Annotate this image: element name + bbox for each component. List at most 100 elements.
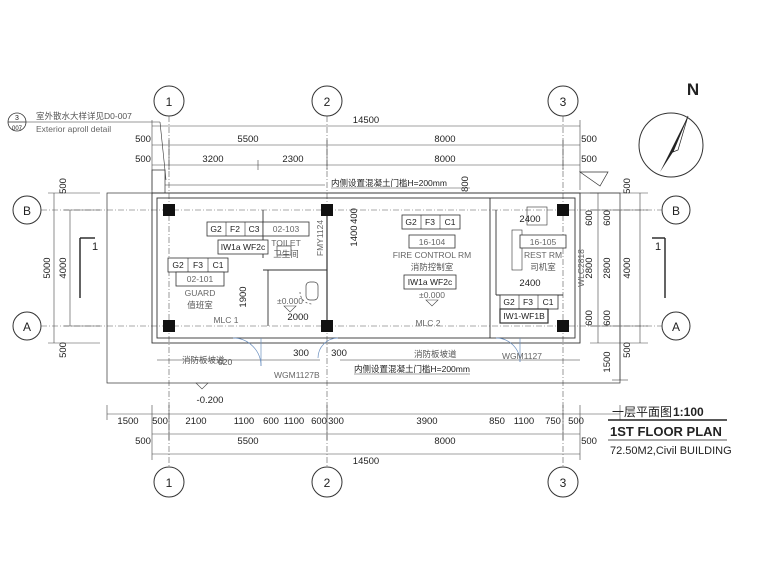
- svg-text:3900: 3900: [416, 416, 437, 427]
- svg-text:600: 600: [311, 416, 327, 427]
- svg-text:14500: 14500: [353, 456, 379, 467]
- dim-lines-bottom: [106, 405, 621, 460]
- grid-bubble-a-right: A: [661, 311, 691, 341]
- svg-text:850: 850: [489, 416, 505, 427]
- door-swings: [232, 337, 521, 367]
- svg-text:值班室: 值班室: [187, 300, 213, 310]
- svg-text:F3: F3: [193, 260, 203, 270]
- window-mid-label: FMY1124: [315, 220, 325, 256]
- svg-text:02-103: 02-103: [273, 224, 300, 234]
- svg-text:F3: F3: [523, 297, 533, 307]
- dim-text-bottom: 1500 500 2100 1100 600 1100 600 300 3900…: [117, 416, 597, 467]
- title-scale: 1:100: [673, 405, 704, 419]
- section-mark-left: 1: [79, 237, 98, 298]
- svg-text:300: 300: [328, 416, 344, 427]
- svg-text:消防控制室: 消防控制室: [411, 262, 454, 272]
- svg-text:B: B: [23, 204, 31, 218]
- door-right-label: WGM1127: [502, 351, 542, 361]
- svg-text:600: 600: [584, 310, 595, 326]
- room-guard-tag: G2 F3 C1 02-101 GUARD 值班室: [167, 257, 229, 310]
- title-sub: 72.50M2,Civil BUILDING: [610, 445, 732, 457]
- svg-text:14500: 14500: [353, 115, 379, 126]
- curb-notes: 内侧设置混凝土门槛H=200mm 内侧设置混凝土门槛H=200mm: [331, 178, 470, 375]
- svg-text:500: 500: [135, 154, 151, 165]
- svg-text:2000: 2000: [287, 312, 308, 323]
- svg-text:750: 750: [545, 416, 561, 427]
- svg-text:A: A: [672, 320, 680, 334]
- svg-text:2800: 2800: [602, 257, 613, 278]
- svg-text:1500: 1500: [602, 351, 613, 372]
- grid-bubble-3-top: 3: [547, 85, 579, 117]
- svg-text:1: 1: [166, 476, 173, 490]
- svg-text:16-105: 16-105: [530, 237, 557, 247]
- svg-text:500: 500: [58, 342, 69, 358]
- svg-text:8000: 8000: [434, 436, 455, 447]
- svg-text:G2: G2: [172, 260, 184, 270]
- svg-text:800: 800: [460, 176, 471, 192]
- svg-text:16-104: 16-104: [419, 237, 446, 247]
- svg-text:1100: 1100: [284, 416, 304, 427]
- svg-text:G2: G2: [210, 224, 222, 234]
- title-block: 一层平面图 1:100 1ST FLOOR PLAN 72.50M2,Civil…: [608, 405, 732, 457]
- svg-text:5500: 5500: [237, 436, 258, 447]
- svg-text:IW1a WF2c: IW1a WF2c: [221, 242, 266, 252]
- svg-text:-0.200: -0.200: [197, 395, 224, 406]
- svg-text:1900: 1900: [238, 286, 249, 307]
- grid-bubble-2-bottom: 2: [311, 466, 343, 498]
- svg-text:500: 500: [622, 178, 633, 194]
- svg-text:司机室: 司机室: [530, 262, 556, 272]
- svg-text:FIRE CONTROL RM: FIRE CONTROL RM: [393, 250, 472, 260]
- grid-bubble-a-left: A: [12, 311, 42, 341]
- svg-text:8000: 8000: [434, 154, 455, 165]
- svg-text:1: 1: [166, 95, 173, 109]
- svg-text:IW1a WF2c: IW1a WF2c: [408, 277, 453, 287]
- grid-lines: [41, 116, 662, 467]
- title-cn: 一层平面图: [612, 405, 672, 419]
- dim-text-interior: 1900 2000 300 300 800 1400 400 2400 2400: [238, 176, 541, 359]
- svg-text:±0.000: ±0.000: [419, 290, 445, 300]
- svg-text:2400: 2400: [519, 278, 540, 289]
- svg-text:5000: 5000: [42, 257, 53, 278]
- svg-text:500: 500: [58, 178, 69, 194]
- svg-text:3: 3: [560, 476, 567, 490]
- svg-text:IW1-WF1B: IW1-WF1B: [503, 311, 545, 321]
- svg-text:±0.000: ±0.000: [277, 296, 303, 306]
- curb-bottom-note: 内侧设置混凝土门槛H=200mm: [354, 364, 470, 374]
- svg-text:2: 2: [324, 95, 331, 109]
- grid-bubble-2-top: 2: [311, 85, 343, 117]
- title-en: 1ST FLOOR PLAN: [610, 424, 722, 439]
- ramp-left-label: 消防板坡道: [182, 355, 225, 365]
- svg-text:G2: G2: [503, 297, 515, 307]
- window-right-label: WLC2818: [576, 249, 586, 287]
- svg-text:1: 1: [92, 241, 98, 253]
- svg-text:500: 500: [581, 134, 597, 145]
- structural-columns: [163, 204, 569, 332]
- misc-labels: MLC 1 MLC 2 消防板坡道 020 消防板坡道 WGM1127B WGM…: [182, 220, 586, 380]
- grid-bubble-3-bottom: 3: [547, 466, 579, 498]
- svg-text:500: 500: [568, 416, 584, 427]
- svg-text:F3: F3: [425, 217, 435, 227]
- svg-text:A: A: [23, 320, 31, 334]
- svg-text:GUARD: GUARD: [185, 288, 216, 298]
- dim-lines-right: [590, 192, 648, 381]
- svg-text:1: 1: [655, 241, 661, 253]
- svg-text:300: 300: [331, 348, 347, 359]
- callout-cn-text: 室外散水大样详见D0-007: [36, 111, 132, 121]
- svg-text:1100: 1100: [234, 416, 254, 427]
- svg-text:8000: 8000: [434, 134, 455, 145]
- north-label: N: [687, 80, 699, 99]
- svg-text:REST RM: REST RM: [524, 250, 562, 260]
- mlc1-label: MLC 1: [213, 315, 238, 325]
- toilet-fixtures: [276, 245, 319, 305]
- svg-text:600: 600: [263, 416, 279, 427]
- building-walls: [106, 169, 621, 384]
- svg-text:5500: 5500: [237, 134, 258, 145]
- dim-text-right: 500 4000 500 600 2800 600 600 2800 600 1…: [584, 178, 633, 373]
- svg-text:500: 500: [135, 436, 151, 447]
- room-fire-control-tag: G2 F3 C1 16-104 FIRE CONTROL RM 消防控制室 IW…: [393, 214, 472, 290]
- grid-bubble-1-bottom: 1: [153, 466, 185, 498]
- svg-text:4000: 4000: [58, 257, 69, 278]
- svg-text:3200: 3200: [202, 154, 223, 165]
- dim-text-top: 14500 5500 8000 500 500 500 500 3200 230…: [135, 115, 597, 165]
